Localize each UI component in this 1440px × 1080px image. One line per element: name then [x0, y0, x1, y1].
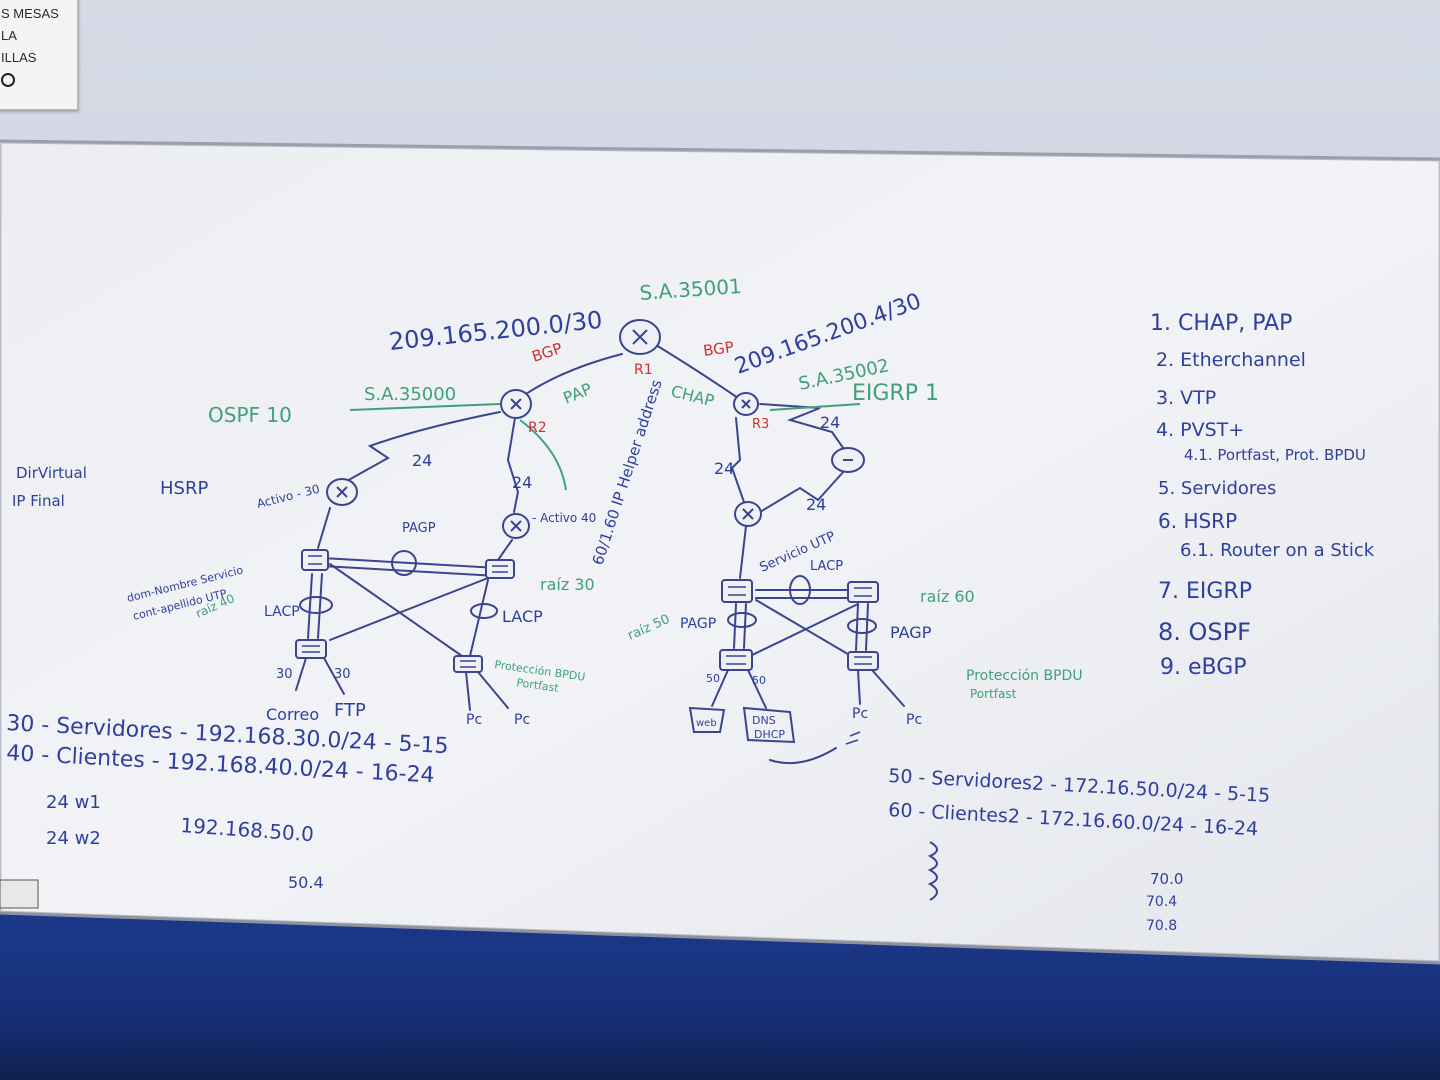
checklist-item-5: 5. Servidores — [1158, 478, 1276, 499]
prot-right-1-label: Protección BPDU — [966, 668, 1083, 684]
wan-left-1-label: 24 — [412, 451, 432, 470]
cable-mark — [845, 731, 861, 745]
switch-marks — [302, 555, 872, 668]
router-marks — [336, 329, 853, 532]
pc1-label: Pc — [466, 712, 482, 728]
switches — [295, 549, 879, 673]
pc2-label: Pc — [514, 712, 530, 728]
lacp-left-2-label: LACP — [502, 607, 543, 626]
switch-3-icon — [295, 639, 327, 659]
sign-line-2: LA — [1, 28, 17, 43]
switch-1-icon — [301, 549, 329, 571]
checklist-item-1: 1. CHAP, PAP — [1150, 311, 1292, 336]
wan-right-3-label: 24 — [806, 495, 826, 514]
note-net-50-4: 50.4 — [288, 873, 324, 892]
checklist-item-4-1: 4.1. Portfast, Prot. BPDU — [1184, 446, 1366, 464]
note-70-0: 70.0 — [1150, 870, 1183, 888]
sign-line-3: ILLAS — [1, 50, 37, 65]
raiz-60-label: raíz 60 — [920, 587, 975, 606]
board-bottom-frame — [0, 911, 1440, 965]
note-24-w2: 24 w2 — [46, 828, 101, 849]
switch-7-icon — [719, 649, 753, 671]
scribble-mark — [927, 841, 938, 901]
checklist-item-4: 4. PVST+ — [1156, 419, 1244, 441]
eigrp-label: EIGRP 1 — [852, 381, 939, 406]
pagp-right-1-label: PAGP — [680, 616, 716, 632]
dns-label: DNS — [752, 714, 776, 727]
checklist-item-6: 6. HSRP — [1158, 509, 1237, 533]
switch-6-icon — [847, 581, 879, 603]
prot-left-2-label: Portfast — [516, 676, 561, 695]
switch-2-icon — [485, 559, 515, 579]
r1-label: R1 — [634, 362, 653, 378]
vlan-30b-label: 30 — [334, 667, 351, 682]
checklist-item-2: 2. Etherchannel — [1156, 349, 1306, 371]
vlan-50a-label: 50 — [706, 672, 720, 685]
board-top-frame — [0, 139, 1440, 161]
note-24-w1: 24 w1 — [46, 792, 101, 813]
dir-virtual-label: DirVirtual — [16, 464, 87, 482]
dns-server-icon — [742, 706, 796, 744]
pc3-label: Pc — [852, 706, 868, 722]
sign-line-1: S MESAS — [1, 6, 59, 21]
hsrp-diagram-label: HSRP — [160, 478, 208, 499]
ftp-label: FTP — [334, 700, 366, 721]
checklist-item-6-1: 6.1. Router on a Stick — [1180, 540, 1375, 561]
checklist-item-8: 8. OSPF — [1158, 618, 1251, 646]
wan-right-2-label: 24 — [820, 413, 840, 432]
diagram-links — [295, 344, 905, 765]
vlan-30a-label: 30 — [276, 667, 293, 682]
pagp-left-label: PAGP — [402, 521, 436, 536]
lacp-right-label: LACP — [810, 559, 843, 574]
topic-checklist: 1. CHAP, PAP 2. Etherchannel 3. VTP 4. P… — [1150, 311, 1375, 680]
r3-label: R3 — [752, 417, 769, 432]
checklist-item-3: 3. VTP — [1156, 387, 1216, 409]
bgp-right-label: BGP — [702, 338, 735, 360]
web-label: web — [696, 718, 717, 729]
pc4-label: Pc — [906, 712, 922, 728]
lacp-left-1-label: LACP — [264, 604, 300, 620]
pagp-right-2-label: PAGP — [890, 623, 932, 642]
board-logo-sticker — [0, 879, 39, 909]
activo-40-label: - Activo 40 — [532, 511, 596, 525]
ip-final-label: IP Final — [12, 492, 65, 510]
prot-right-2-label: Portfast — [970, 687, 1017, 701]
checklist-item-7: 7. EIGRP — [1158, 579, 1252, 604]
wan-left-2-label: 24 — [512, 473, 532, 492]
no-entry-icon — [1, 73, 15, 87]
switch-8-icon — [847, 651, 879, 671]
checklist-item-9: 9. eBGP — [1160, 655, 1247, 680]
note-70-8: 70.8 — [1146, 918, 1177, 934]
note-70-4: 70.4 — [1146, 894, 1177, 910]
as-left-label: S.A.35000 — [364, 384, 456, 405]
correo-label: Correo — [266, 705, 319, 724]
web-server-icon — [688, 706, 726, 733]
switch-4-icon — [453, 655, 483, 673]
wall-sign: S MESAS LA ILLAS — [0, 0, 78, 110]
etherchannel-marks — [299, 550, 877, 634]
server-boxes — [688, 706, 796, 744]
r2-label: R2 — [528, 420, 547, 436]
ospf-label: OSPF 10 — [208, 403, 292, 427]
vlan-50b-label: 50 — [752, 674, 766, 687]
switch-5-icon — [721, 579, 753, 603]
wan-right-1-label: 24 — [714, 459, 734, 478]
green-links — [349, 403, 861, 491]
dhcp-label: DHCP — [754, 728, 785, 741]
raiz-30-label: raíz 30 — [540, 575, 595, 594]
